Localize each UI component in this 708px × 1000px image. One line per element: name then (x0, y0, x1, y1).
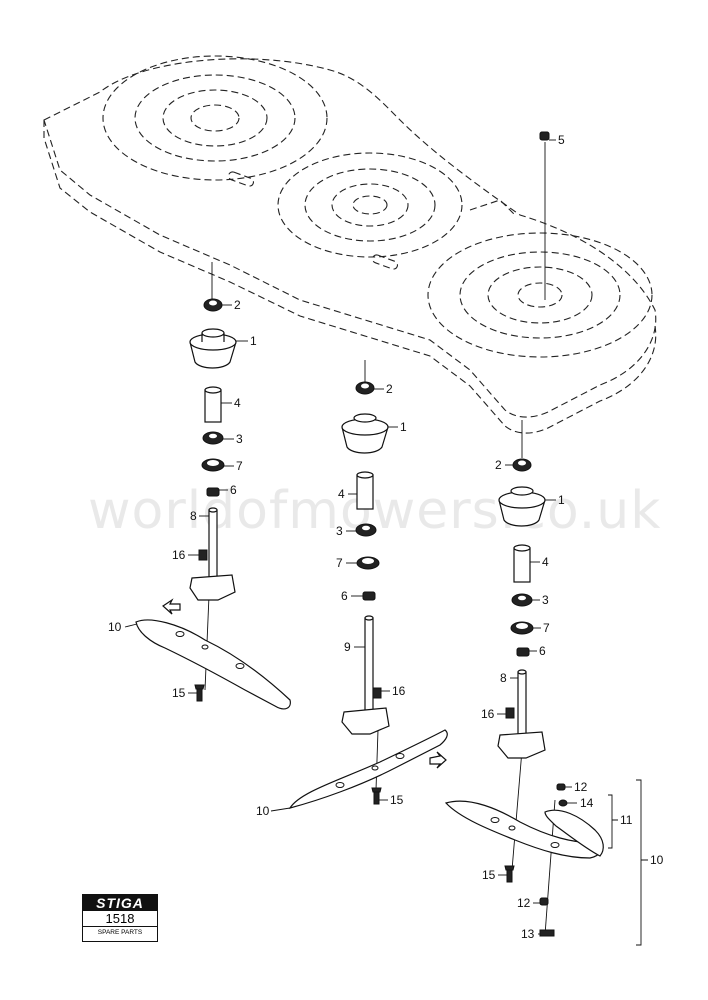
callout-3-left: 3 (236, 432, 243, 446)
callout-16-middle: 16 (392, 684, 406, 698)
callout-4-left: 4 (234, 396, 241, 410)
leader-lines (124, 139, 648, 946)
diagram-number: 1518 (83, 911, 157, 927)
callout-6-middle: 6 (341, 589, 348, 603)
callout-7-middle: 7 (336, 556, 343, 570)
callout-14: 14 (580, 796, 594, 810)
callout-10-right: 10 (650, 853, 664, 867)
callout-10-middle: 10 (256, 804, 270, 818)
callout-4-middle: 4 (338, 487, 345, 501)
callout-7-left: 7 (236, 459, 243, 473)
right-spindle-assembly (444, 131, 604, 937)
callout-2-left: 2 (234, 298, 241, 312)
callout-16-right: 16 (481, 707, 495, 721)
callout-11: 11 (620, 813, 633, 827)
callout-7-right: 7 (543, 621, 550, 635)
callout-10-left: 10 (108, 620, 122, 634)
callout-15-middle: 15 (390, 793, 404, 807)
mower-deck (43, 55, 657, 434)
spare-parts-caption: SPARE PARTS (97, 929, 143, 936)
callout-1-left: 1 (250, 334, 257, 348)
callout-3-middle: 3 (336, 524, 343, 538)
callout-12-upper: 12 (574, 780, 588, 794)
callout-3-right: 3 (542, 593, 549, 607)
callout-15-right: 15 (482, 868, 496, 882)
callout-8-right: 8 (500, 671, 507, 685)
callout-6-left: 6 (230, 483, 237, 497)
brand-logo: STIGA (83, 895, 157, 911)
callout-12-lower: 12 (517, 896, 531, 910)
callout-1-right: 1 (558, 493, 565, 507)
callout-16-left: 16 (172, 548, 186, 562)
left-spindle-assembly (135, 298, 291, 710)
callout-4-right: 4 (542, 555, 549, 569)
callout-5-right: 5 (558, 133, 565, 147)
callout-9-middle: 9 (344, 640, 351, 654)
callout-labels: 2 1 4 3 7 6 8 16 10 15 2 1 4 3 7 6 9 16 … (108, 133, 664, 941)
callout-6-right: 6 (539, 644, 546, 658)
callout-8-left: 8 (190, 509, 197, 523)
callout-15-left: 15 (172, 686, 186, 700)
middle-spindle-assembly (288, 381, 448, 809)
stiga-logo-box: STIGA 1518 SPARE PARTS (82, 894, 158, 942)
callout-13: 13 (521, 927, 535, 941)
callout-1-middle: 1 (400, 420, 407, 434)
callout-2-right: 2 (495, 458, 502, 472)
callout-2-middle: 2 (386, 382, 393, 396)
